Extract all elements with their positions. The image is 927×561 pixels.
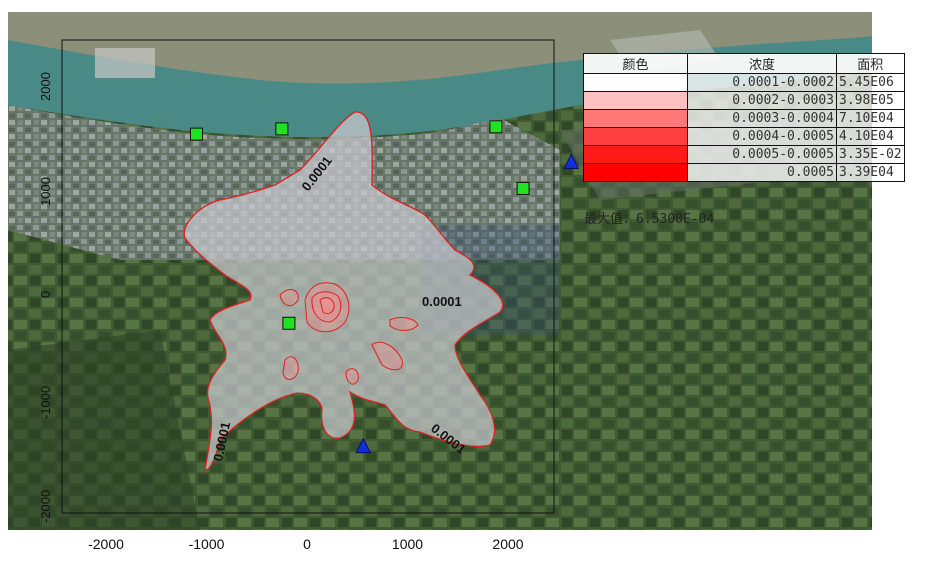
legend-header-concentration: 浓度 (687, 53, 837, 74)
legend-area: 3.35E-02 (836, 145, 905, 164)
legend-area: 4.10E04 (836, 127, 905, 146)
x-tick-label: -2000 (88, 536, 124, 552)
legend-swatch (583, 127, 688, 146)
legend-area: 5.45E06 (836, 73, 905, 92)
legend-area: 3.39E04 (836, 163, 905, 182)
receptor-marker[interactable] (189, 127, 203, 141)
max-value: 6.5300E-04 (636, 212, 715, 227)
plume-inner-contour (304, 282, 350, 333)
legend-area: 3.98E05 (836, 91, 905, 110)
legend-range: 0.0003-0.0004 (687, 109, 837, 128)
y-tick-label: -2000 (38, 489, 53, 523)
contour-label: 0.0001 (422, 294, 462, 309)
legend-swatch (583, 145, 688, 164)
x-tick-label: 1000 (391, 536, 424, 552)
model-domain-frame (61, 39, 555, 514)
legend-range: 0.0004-0.0005 (687, 127, 837, 146)
max-value-label: 最大值： (584, 212, 637, 227)
legend-swatch (583, 73, 688, 92)
max-value-line: 最大值：6.5300E-04 (584, 208, 714, 227)
receptor-marker[interactable] (282, 316, 296, 330)
plume-inner-contour (345, 368, 359, 385)
x-tick-label: -1000 (188, 536, 225, 552)
plume-inner-contour (279, 289, 299, 307)
legend-header-area: 面积 (836, 53, 905, 74)
source-marker[interactable] (355, 437, 372, 454)
legend-header-color: 颜色 (583, 53, 688, 74)
x-tick-label: 2000 (492, 536, 524, 552)
plume-inner-contour (311, 291, 342, 323)
receptor-marker[interactable] (516, 181, 530, 195)
legend-swatch (583, 109, 688, 128)
receptor-marker[interactable] (489, 120, 503, 134)
y-tick-label: 1000 (38, 176, 53, 206)
legend-swatch (583, 91, 688, 110)
x-tick-label: 0 (303, 536, 311, 552)
concentration-plume (183, 111, 504, 471)
plume-inner-contour (371, 341, 403, 371)
y-tick-label: 0 (38, 290, 53, 298)
legend-range: 0.0005-0.0005 (687, 145, 837, 164)
legend-range: 0.0001-0.0002 (687, 73, 837, 92)
legend-area: 7.10E04 (836, 109, 905, 128)
plume-inner-contour (282, 356, 299, 380)
legend-range: 0.0005 (687, 163, 837, 182)
y-tick-label: -1000 (38, 385, 53, 419)
legend-swatch (583, 163, 688, 182)
y-tick-label: 2000 (38, 72, 53, 101)
receptor-marker[interactable] (275, 122, 289, 136)
plume-inner-contour (389, 317, 419, 331)
plume-inner-contour (319, 297, 335, 315)
legend-range: 0.0002-0.0003 (687, 91, 837, 110)
source-marker[interactable] (563, 153, 580, 169)
